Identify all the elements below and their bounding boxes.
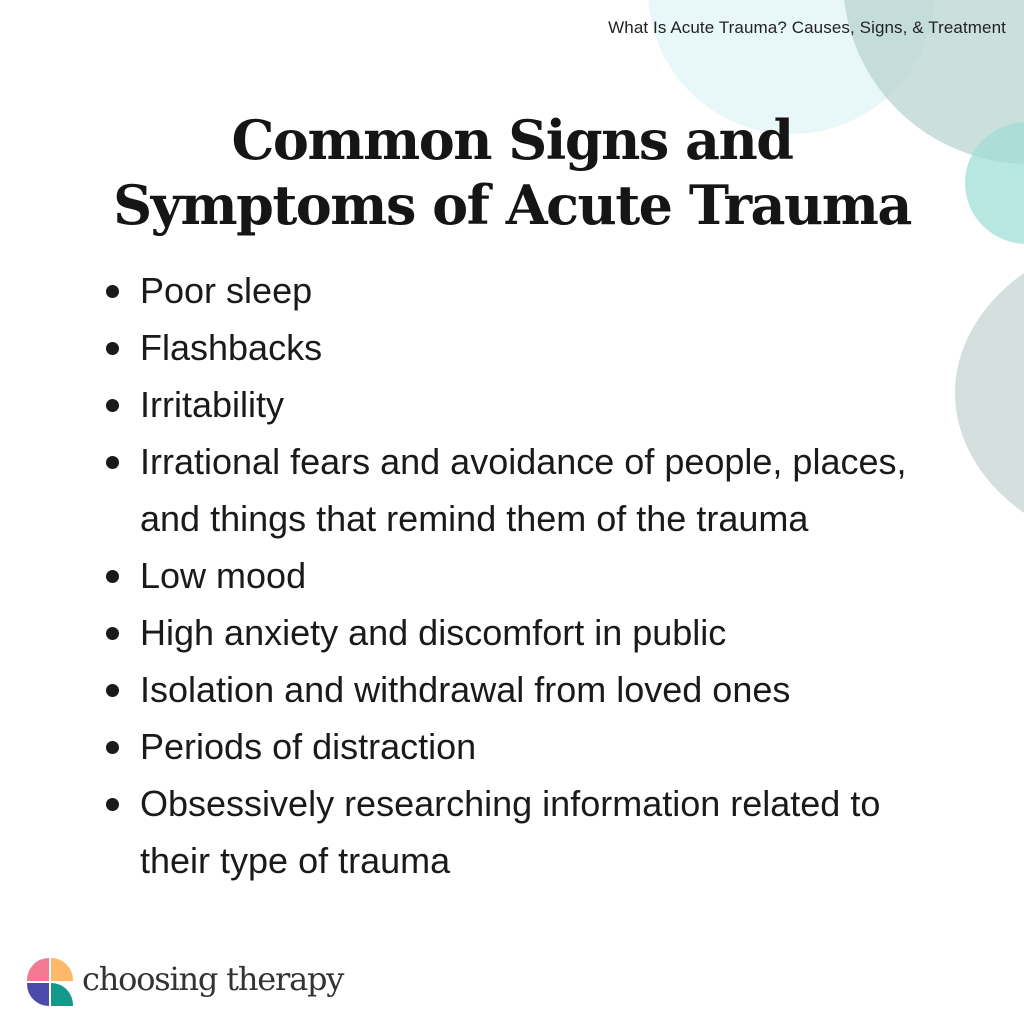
list-item-label: Poor sleep — [140, 270, 313, 311]
list-item-label: Isolation and withdrawal from loved ones — [140, 669, 791, 710]
decorative-circle-grey-large — [955, 228, 1024, 558]
list-item: High anxiety and discomfort in public — [104, 604, 934, 661]
bullet-icon — [106, 456, 119, 469]
bullet-icon — [106, 627, 119, 640]
list-item-label: Periods of distraction — [140, 726, 477, 767]
list-item: Irrational fears and avoidance of people… — [104, 433, 934, 547]
page-title-line-2: Symptoms of Acute Trauma — [113, 173, 912, 237]
bullet-icon — [106, 285, 119, 298]
page-title-line-1: Common Signs and — [231, 108, 794, 172]
logo-quadrant-indigo — [27, 983, 49, 1006]
list-item: Isolation and withdrawal from loved ones — [104, 661, 934, 718]
list-item-label: Low mood — [140, 555, 307, 596]
symptoms-list: Poor sleep Flashbacks Irritability Irrat… — [104, 262, 934, 889]
page-title: Common Signs and Symptoms of Acute Traum… — [0, 108, 1024, 238]
bullet-icon — [106, 342, 119, 355]
brand-name: choosing therapy — [82, 960, 344, 998]
list-item-label: High anxiety and discomfort in public — [140, 612, 727, 653]
bullet-icon — [106, 798, 119, 811]
bullet-icon — [106, 570, 119, 583]
list-item: Low mood — [104, 547, 934, 604]
list-item-label: Obsessively researching information rela… — [140, 783, 881, 881]
list-item-label: Irrational fears and avoidance of people… — [140, 441, 907, 539]
article-title: What Is Acute Trauma? Causes, Signs, & T… — [608, 18, 1006, 37]
list-item: Periods of distraction — [104, 718, 934, 775]
bullet-icon — [106, 399, 119, 412]
list-item-label: Flashbacks — [140, 327, 323, 368]
brand-logo: choosing therapy — [27, 958, 344, 1006]
list-item: Poor sleep — [104, 262, 934, 319]
bullet-icon — [106, 684, 119, 697]
bullet-icon — [106, 741, 119, 754]
logo-quadrant-teal — [51, 983, 73, 1006]
logo-quadrant-orange — [51, 958, 73, 981]
logo-quadrant-pink — [27, 958, 49, 981]
four-quadrant-logo-icon — [27, 958, 73, 1006]
list-item: Obsessively researching information rela… — [104, 775, 934, 889]
list-item: Flashbacks — [104, 319, 934, 376]
list-item-label: Irritability — [140, 384, 285, 425]
list-item: Irritability — [104, 376, 934, 433]
